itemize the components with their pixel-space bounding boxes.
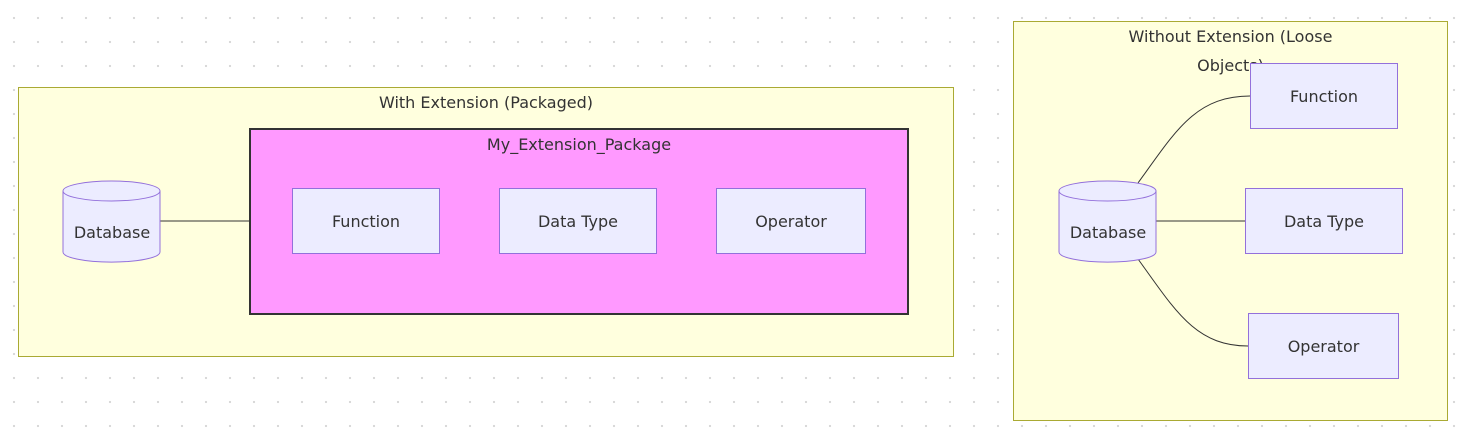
database-node-left: Database [73, 223, 151, 242]
database-node-right: Database [1069, 223, 1147, 242]
database-cylinder-right [1058, 180, 1157, 263]
packaged-data-type-node: Data Type [499, 188, 657, 254]
database-cylinder-left [62, 180, 161, 263]
with-extension-title: With Extension (Packaged) [378, 93, 593, 112]
packaged-function-node: Function [292, 188, 440, 254]
edge-database-to-function [1137, 95, 1251, 184]
loose-operator-node: Operator [1248, 313, 1399, 379]
extension-package-title: My_Extension_Package [486, 135, 672, 154]
packaged-operator-node: Operator [716, 188, 866, 254]
loose-function-node: Function [1250, 63, 1398, 129]
loose-data-type-node: Data Type [1245, 188, 1403, 254]
without-extension-title-line2: Objects) [1197, 56, 1264, 75]
edge-database-to-operator [1137, 258, 1249, 347]
without-extension-title-line1: Without Extension (Loose [1128, 27, 1333, 46]
